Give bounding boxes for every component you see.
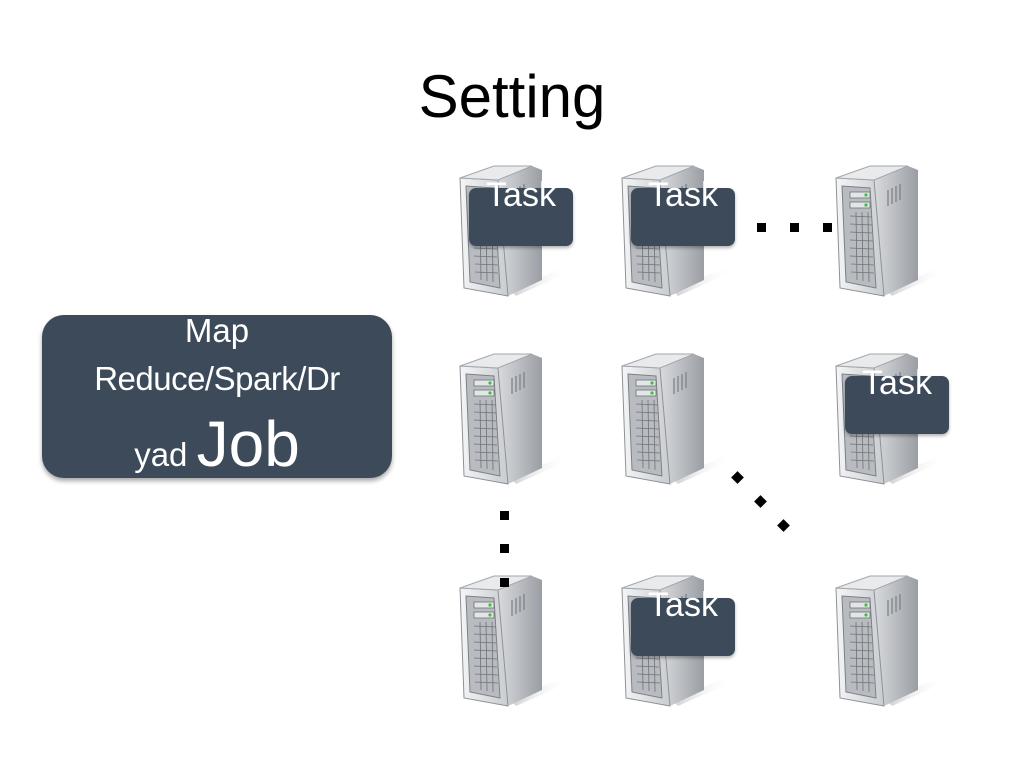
task-badge: Task xyxy=(845,364,949,434)
server-icon xyxy=(826,162,946,302)
ellipsis-dot xyxy=(500,578,509,587)
server-icon xyxy=(826,572,946,712)
job-label-suffix: yad xyxy=(134,436,188,473)
job-label-line3: yad Job xyxy=(42,411,392,488)
job-box: Map Reduce/Spark/Dr yad Job xyxy=(42,312,392,478)
ellipsis-dot xyxy=(790,223,799,232)
job-label-line1: Map xyxy=(184,312,250,349)
job-label-job: Job xyxy=(196,408,300,480)
task-label: Task xyxy=(648,586,718,624)
task-badge: Task xyxy=(631,176,735,246)
task-badge: Task xyxy=(469,176,573,246)
ellipsis-dot xyxy=(500,544,509,553)
task-label: Task xyxy=(862,364,932,402)
ellipsis-dot xyxy=(754,495,767,508)
job-label-line2: Reduce/Spark/Dr xyxy=(94,360,340,397)
slide-title: Setting xyxy=(418,63,606,130)
ellipsis-dot xyxy=(757,223,766,232)
server-icon xyxy=(612,350,732,490)
ellipsis-dot xyxy=(777,519,790,532)
task-label: Task xyxy=(648,176,718,214)
ellipsis-dot xyxy=(823,223,832,232)
ellipsis-dot xyxy=(731,471,744,484)
server-icon xyxy=(450,350,570,490)
ellipsis-dot xyxy=(500,511,509,520)
task-badge: Task xyxy=(631,586,735,656)
server-icon xyxy=(450,572,570,712)
task-label: Task xyxy=(486,176,556,214)
